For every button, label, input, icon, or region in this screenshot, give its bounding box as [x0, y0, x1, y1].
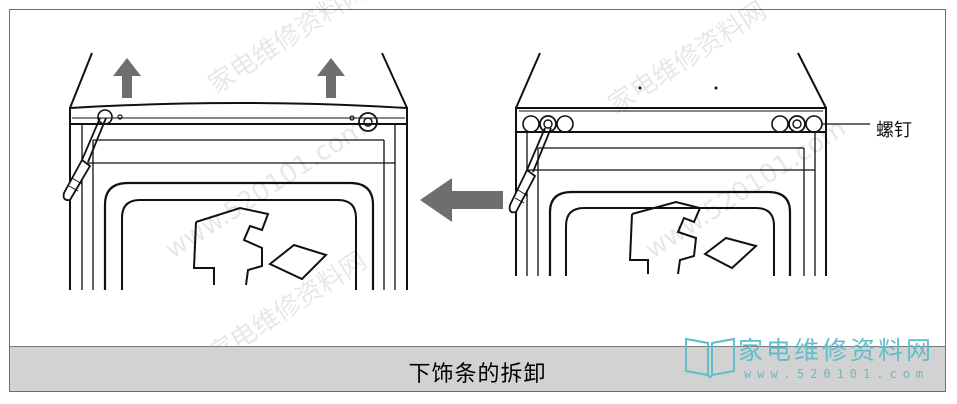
brand-url: www.520101.com	[744, 367, 930, 381]
removal-illustration	[62, 52, 870, 290]
book-icon	[685, 337, 735, 378]
direction-arrow-left	[420, 178, 503, 222]
screwdriver-left	[62, 117, 107, 202]
lift-arrow-left	[113, 58, 141, 98]
right-washer-diagram	[515, 52, 870, 276]
left-washer-diagram	[69, 52, 408, 290]
lift-arrow-right	[317, 58, 345, 98]
figure-caption: 下饰条的拆卸	[408, 362, 547, 387]
brand-logo: 家电维修资料网 www.520101.com	[682, 331, 954, 391]
screw-label: 螺钉	[876, 120, 912, 141]
brand-name: 家电维修资料网	[738, 336, 935, 365]
caption-bar: 下饰条的拆卸	[10, 346, 945, 391]
screwdriver-right	[508, 127, 552, 214]
